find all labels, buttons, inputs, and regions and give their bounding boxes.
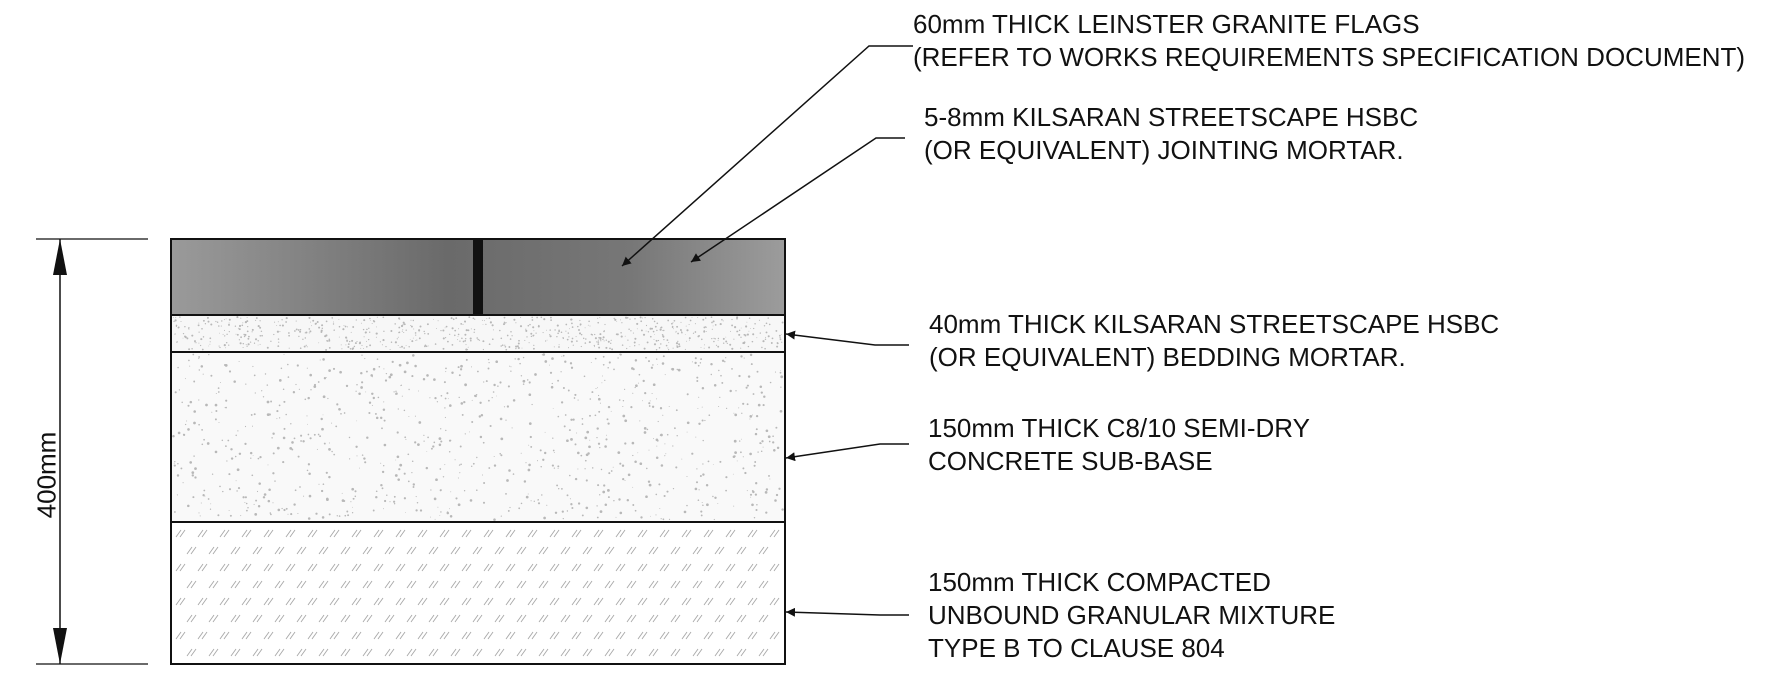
callout-line: 150mm THICK C8/10 SEMI-DRY: [928, 413, 1310, 443]
concrete-subbase-texture: [172, 353, 784, 521]
callout-line: 150mm THICK COMPACTED: [928, 567, 1271, 597]
leader-jointing: [690, 137, 905, 263]
concrete-subbase-layer: [171, 352, 785, 522]
dimension-arrow-top: [53, 239, 67, 275]
callout-concrete-subbase: 150mm THICK C8/10 SEMI-DRY CONCRETE SUB-…: [928, 412, 1310, 478]
callout-line: UNBOUND GRANULAR MIXTURE: [928, 600, 1336, 630]
granular-hatch-texture: [175, 529, 780, 657]
mortar-joint: [473, 239, 483, 315]
callout-granite-flags: 60mm THICK LEINSTER GRANITE FLAGS (REFER…: [913, 8, 1745, 74]
callout-line: (OR EQUIVALENT) JOINTING MORTAR.: [924, 135, 1404, 165]
bedding-mortar-layer: [171, 315, 785, 352]
callout-line: CONCRETE SUB-BASE: [928, 446, 1213, 476]
callout-line: (OR EQUIVALENT) BEDDING MORTAR.: [929, 342, 1406, 372]
leader-granite: [621, 45, 913, 267]
bedding-mortar-texture: [172, 316, 784, 351]
dimension-arrow-bottom: [53, 628, 67, 664]
callout-line: 60mm THICK LEINSTER GRANITE FLAGS: [913, 9, 1420, 39]
leader-bedding: [785, 330, 909, 346]
callout-jointing-mortar: 5-8mm KILSARAN STREETSCAPE HSBC (OR EQUI…: [924, 101, 1418, 167]
leader-subbase: [785, 443, 909, 462]
callout-bedding-mortar: 40mm THICK KILSARAN STREETSCAPE HSBC (OR…: [929, 308, 1499, 374]
callout-line: 40mm THICK KILSARAN STREETSCAPE HSBC: [929, 309, 1500, 339]
granular-subbase-layer: [171, 522, 785, 664]
callout-line: TYPE B TO CLAUSE 804: [928, 633, 1225, 663]
leader-granular: [785, 607, 909, 617]
callout-granular-mixture: 150mm THICK COMPACTED UNBOUND GRANULAR M…: [928, 566, 1335, 665]
callout-line: 5-8mm KILSARAN STREETSCAPE HSBC: [924, 102, 1419, 132]
callout-line: (REFER TO WORKS REQUIREMENTS SPECIFICATI…: [913, 42, 1746, 72]
section-outline: [170, 238, 786, 665]
dimension-label-text: 400mm: [31, 431, 62, 519]
